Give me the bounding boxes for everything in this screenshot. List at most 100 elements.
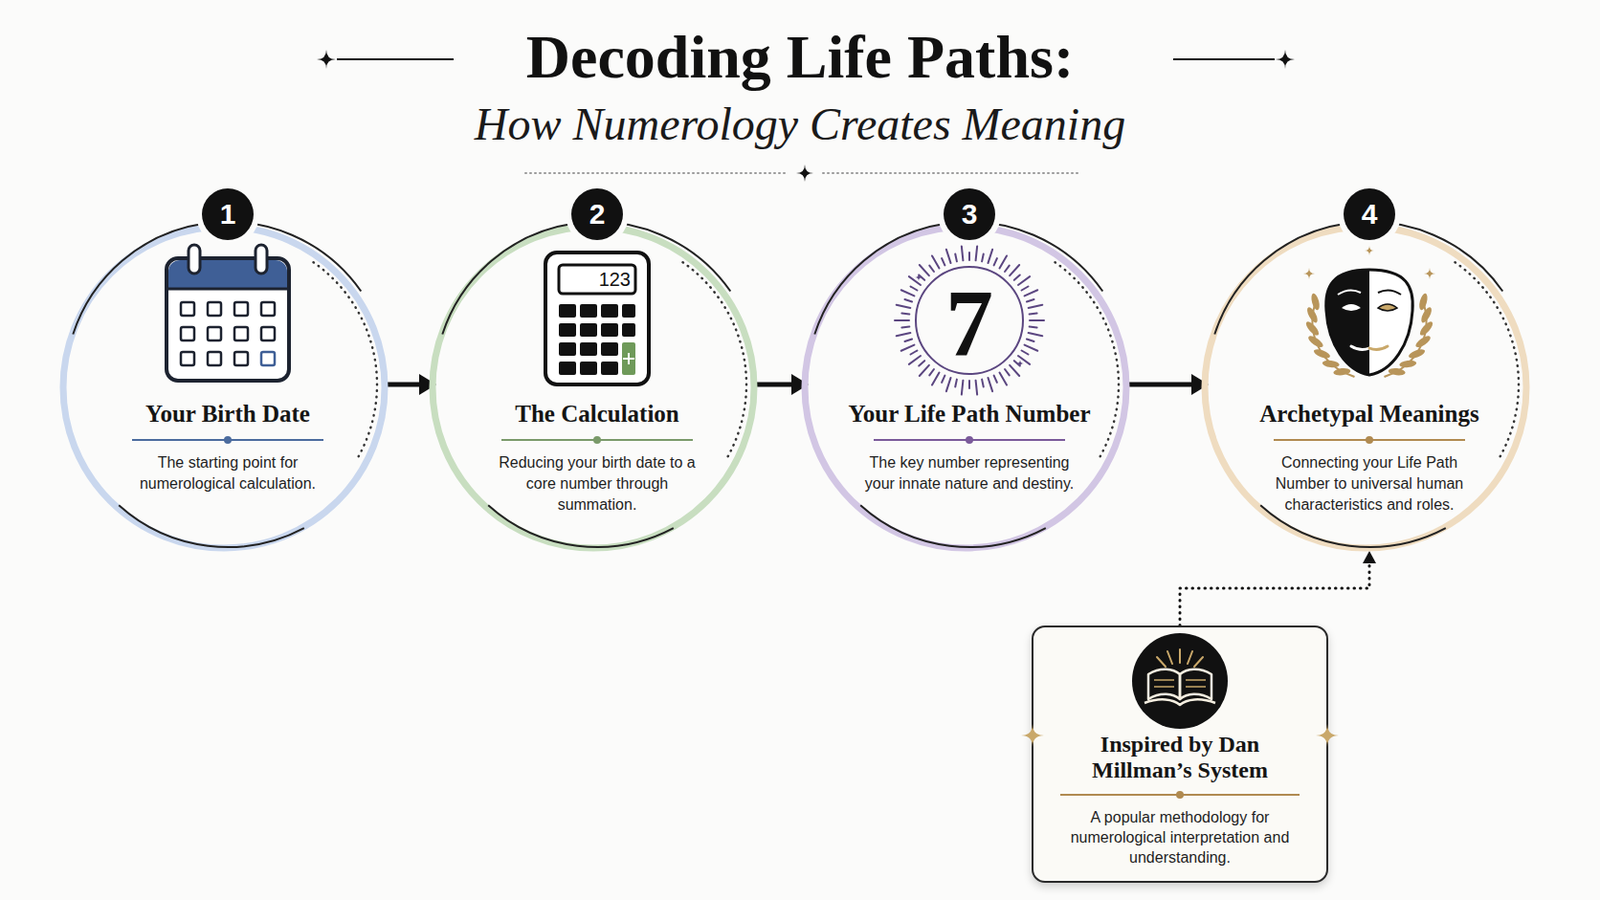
divider [873, 435, 1066, 445]
sun-ray [946, 249, 952, 264]
step-description: Connecting your Life Path Number to univ… [1264, 452, 1475, 516]
step-circle: Your Life Path NumberThe key number repr… [806, 222, 1133, 548]
display-digits: 123 [599, 267, 631, 291]
calculator-icon [545, 252, 649, 385]
step-heading: Archetypal Meanings [1259, 400, 1479, 429]
connector-line [755, 382, 794, 388]
sparkles [316, 49, 1436, 368]
sun-ray [941, 258, 945, 266]
divider-dot [965, 436, 974, 445]
book-icon [1127, 630, 1233, 733]
flow-arrow [386, 374, 437, 396]
sun-ray [1004, 266, 1010, 272]
sun-ray [955, 254, 957, 263]
ring-arc [860, 505, 1046, 548]
circle-text: Your Birth DateThe starting point for nu… [65, 400, 391, 495]
calculator-key [558, 342, 577, 356]
sun-ray [976, 245, 978, 261]
sun-ray [946, 377, 952, 392]
ring-dots [313, 262, 378, 460]
ring-arc [814, 222, 1103, 335]
calendar-cell [261, 302, 275, 316]
sun-ray [1029, 319, 1045, 322]
laurel-leaf [1310, 292, 1322, 312]
step-number: 4 [1361, 200, 1378, 229]
sparkle [1364, 245, 1375, 256]
calendar-cell [261, 352, 275, 366]
step-badge: 2 [571, 188, 623, 241]
calculator-key [600, 361, 619, 376]
sun-ray [1026, 299, 1035, 302]
step-circle: The CalculationReducing your birth date … [434, 222, 760, 548]
sun-ray [987, 249, 993, 264]
calculator-key [579, 342, 598, 356]
ring-arc [1214, 222, 1503, 335]
ring-arc [442, 222, 731, 335]
step-number: 3 [961, 200, 978, 229]
ring-arc [118, 505, 305, 548]
step-number: 2 [589, 200, 606, 229]
sun-ray [961, 380, 964, 396]
sparkle [796, 164, 814, 182]
calendar-cell [207, 302, 222, 316]
ring-dots [683, 262, 748, 460]
ring-glow [432, 226, 755, 549]
calculator-key [600, 323, 619, 337]
box-description: A popular methodology for numerological … [1058, 807, 1303, 868]
divider [501, 435, 693, 445]
sun-ray [896, 305, 912, 309]
divider [1060, 790, 1300, 800]
step-description: The key number representing your innate … [858, 452, 1081, 495]
sun-ray [932, 255, 940, 268]
sun-ray [894, 319, 910, 322]
circle-text: The CalculationReducing your birth date … [434, 400, 760, 516]
divider [132, 435, 324, 445]
sun-ray [911, 287, 918, 291]
ring-glow [1204, 226, 1527, 549]
sun-ray [1029, 326, 1038, 330]
step-heading: Your Birth Date [145, 400, 311, 429]
calculator-key [600, 304, 619, 318]
sun-ray [929, 266, 934, 272]
sun-ray [1000, 373, 1008, 386]
divider-dot [223, 436, 232, 445]
step-description: The starting point for numerological cal… [136, 452, 319, 495]
sun-ray [1018, 276, 1030, 286]
calendar-cell [261, 327, 275, 341]
calculator-key [622, 304, 636, 318]
step-badge: 4 [1343, 188, 1396, 241]
sun-ray [1009, 265, 1020, 276]
divider-dot [1365, 436, 1374, 445]
circle-text: Archetypal MeaningsConnecting your Life … [1206, 400, 1533, 516]
sparkle [316, 49, 336, 69]
sun-ray [941, 376, 945, 383]
calculator-key [579, 361, 598, 376]
sparkle [1275, 49, 1295, 69]
calculator-key [579, 323, 598, 337]
sun-ray [1029, 312, 1038, 316]
sparkle [1423, 267, 1436, 280]
circle-ring [806, 222, 1133, 548]
divider-dot [1176, 791, 1184, 800]
calendar-cell [180, 352, 195, 366]
divider [1273, 435, 1466, 445]
box-side-star [1020, 723, 1045, 749]
sun-ray [1026, 338, 1035, 341]
calculator-key [558, 323, 577, 337]
sun-ray [929, 369, 934, 376]
calculator-key [579, 304, 598, 318]
calculator-key [558, 361, 577, 376]
calendar-cell [234, 352, 248, 366]
sunburst-icon [894, 245, 1045, 395]
sun-ray [1028, 305, 1044, 309]
connector-line [386, 382, 422, 388]
sun-ray [1000, 255, 1008, 268]
sun-ray [981, 379, 984, 388]
calendar-cell [207, 352, 222, 366]
arrowhead [1362, 551, 1377, 564]
subtitle: How Numerology Creates Meaning [474, 97, 1126, 152]
sun-ray [901, 345, 915, 352]
source-box: Inspired by Dan Millman’s SystemA popula… [1031, 625, 1329, 884]
calculator-key [600, 342, 619, 356]
